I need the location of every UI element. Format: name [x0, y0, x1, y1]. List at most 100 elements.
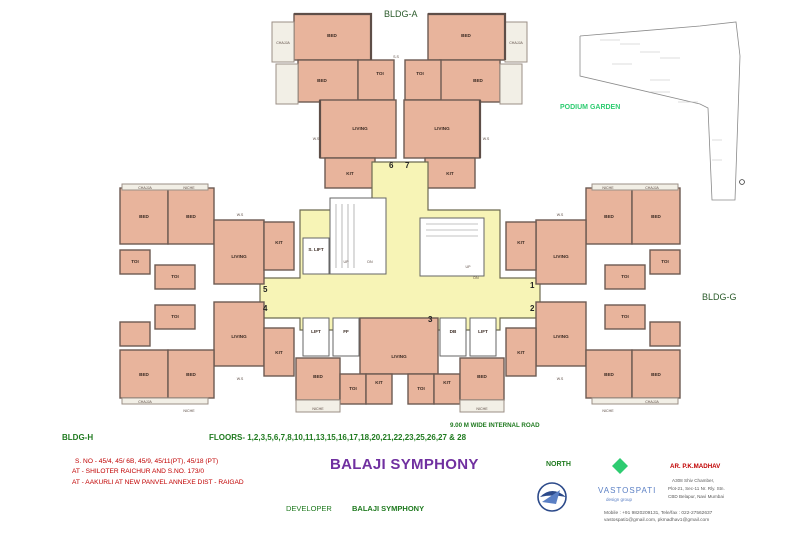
room-label-niche: NICHE: [602, 409, 614, 413]
survey-line: S. NO - 45/4, 45/ 6B, 45/9, 45/11(PT), 4…: [75, 458, 219, 465]
room-label-toilet: TOI: [171, 314, 179, 319]
building-h-label: BLDG-H: [62, 433, 94, 442]
room-label-niche: NICHE: [602, 186, 614, 190]
chajja: [271, 21, 295, 63]
room-label-chajja: CHAJJA: [138, 400, 152, 404]
north-arrow-icon: [612, 458, 628, 474]
chajja: [121, 183, 209, 191]
staircase: [329, 197, 387, 275]
chajja: [459, 399, 505, 413]
room-label-up: UP: [344, 260, 350, 264]
survey-line: AT - SHILOTER RAICHUR AND S.NO. 173/0: [72, 468, 205, 475]
room-label-kitchen: KIT: [275, 350, 283, 355]
chajja: [121, 397, 209, 405]
core-number: 4: [263, 304, 268, 313]
room-label-bed: BED: [461, 33, 471, 38]
kitchen: [365, 373, 393, 405]
building-a-wing: [271, 12, 528, 189]
kitchen: [263, 221, 295, 271]
room-label-toilet: TOI: [621, 274, 629, 279]
fire-lift: [332, 317, 360, 357]
staircase: [419, 217, 485, 277]
vastospati-logo-icon: [537, 482, 567, 512]
room-label-bed: BED: [317, 78, 327, 83]
kitchen: [505, 221, 537, 271]
room-label-chajja: CHAJJA: [138, 186, 152, 190]
bedroom: [631, 187, 681, 245]
room-label-bed: BED: [477, 374, 487, 379]
core-number: 1: [530, 281, 535, 290]
bottom-flats: [295, 357, 505, 413]
room-label-kitchen: KIT: [275, 240, 283, 245]
project-title: BALAJI SYMPHONY: [330, 456, 479, 473]
building-h-wing: [119, 183, 295, 405]
room-label-lift: LIFT: [311, 329, 321, 334]
room-label-bed: BED: [139, 372, 149, 377]
room-label-toilet: TOI: [416, 71, 424, 76]
central-core: [259, 161, 541, 375]
room-label-living: LIVING: [231, 334, 247, 339]
room-label-bed: BED: [327, 33, 337, 38]
room-label-chajja: CHAJJA: [645, 400, 659, 404]
kitchen: [324, 157, 376, 189]
toilet: [649, 249, 681, 275]
core-number: 2: [530, 304, 535, 313]
lift: [469, 317, 497, 357]
building-g-label: BLDG-G: [702, 292, 737, 302]
room-label-kitchen: KIT: [517, 240, 525, 245]
toilet: [154, 304, 196, 330]
north-label: NORTH: [546, 461, 571, 468]
bedroom: [119, 349, 169, 399]
toilet: [604, 264, 646, 290]
room-label-niche: NICHE: [312, 407, 324, 411]
bedroom: [439, 59, 501, 103]
firm-subtitle: design group: [606, 497, 633, 502]
room-label-toilet: TOI: [349, 386, 357, 391]
room-label-bed: BED: [186, 372, 196, 377]
chajja: [275, 63, 299, 105]
podium-garden-site: [579, 21, 741, 201]
room-label-ws: W.S: [237, 213, 244, 217]
core-number: 3: [428, 315, 433, 324]
room-label-niche: NICHE: [183, 186, 195, 190]
service-lift: [302, 237, 330, 275]
room-label-dn: DN: [367, 260, 373, 264]
room-label-ws: W.S: [557, 213, 564, 217]
room-label-toilet: TOI: [621, 314, 629, 319]
room-label-db: DB: [450, 329, 457, 334]
room-label-toilet: TOI: [661, 259, 669, 264]
toilet: [119, 321, 151, 347]
firm-contact: Mobile : +91 9820209131, Tele/fax : 022-…: [604, 511, 713, 516]
room-label-up: UP: [466, 265, 472, 269]
room-label-dn: DN: [473, 276, 479, 280]
toilet: [154, 264, 196, 290]
room-label-bed: BED: [604, 372, 614, 377]
architect-name: AR. P.K.MADHAV: [670, 463, 721, 470]
room-label-kitchen: KIT: [346, 171, 354, 176]
room-label-living: LIVING: [231, 254, 247, 259]
building-g-wing: [505, 183, 681, 405]
room-label-kitchen: KIT: [443, 380, 451, 385]
room-label-toilet: TOI: [131, 259, 139, 264]
room-label-bed: BED: [313, 374, 323, 379]
toilet: [604, 304, 646, 330]
firm-name: VASTOSPATI: [598, 486, 657, 495]
chajja: [591, 397, 679, 405]
room-label-kitchen: KIT: [446, 171, 454, 176]
room-label-bed: BED: [473, 78, 483, 83]
room-label-chajja: CHAJJA: [645, 186, 659, 190]
lift: [302, 317, 330, 357]
room-label-bed: BED: [651, 214, 661, 219]
living-room: [535, 219, 587, 285]
living-room: [213, 301, 265, 367]
room-label-living: LIVING: [553, 334, 569, 339]
toilet: [404, 59, 442, 101]
room-label-toilet: TOI: [376, 71, 384, 76]
bedroom: [167, 349, 215, 399]
room-label-kitchen: KIT: [375, 380, 383, 385]
room-label-ws: W.S: [313, 137, 320, 141]
room-label-living: LIVING: [553, 254, 569, 259]
kitchen: [505, 327, 537, 377]
room-label-ss: S.S: [393, 55, 399, 59]
toilet: [357, 59, 395, 101]
